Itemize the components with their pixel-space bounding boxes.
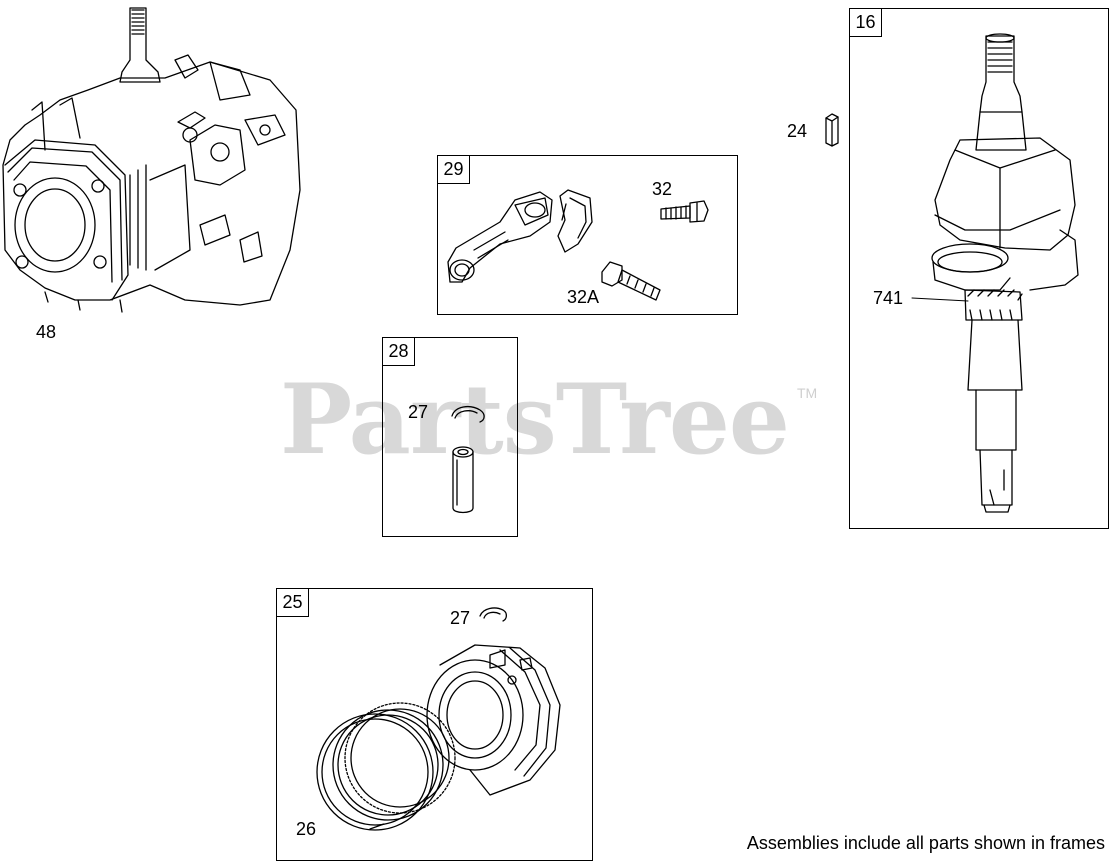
piston-ring-set-icon[interactable] <box>317 703 455 830</box>
frame-28: 28 <box>382 337 518 537</box>
callout-48[interactable]: 48 <box>36 322 57 342</box>
frame-29: 29 <box>437 155 738 315</box>
callout-741[interactable]: 741 <box>873 288 904 308</box>
bolt-icon[interactable] <box>661 201 708 222</box>
frame-29-label: 29 <box>438 156 470 184</box>
frame-25-label: 25 <box>277 589 309 617</box>
crankshaft-icon[interactable] <box>932 34 1078 512</box>
bolt-icon[interactable] <box>602 262 660 300</box>
callout-24[interactable]: 24 <box>787 121 808 141</box>
watermark-trademark: TM <box>797 385 818 401</box>
callout-32a[interactable]: 32A <box>567 287 600 307</box>
frame-25: 25 <box>276 588 593 861</box>
leader-741 <box>912 298 968 301</box>
frame-16-label: 16 <box>850 9 882 37</box>
watermark: PartsTree <box>280 363 790 476</box>
piston-pin-icon[interactable] <box>453 447 473 513</box>
callout-32[interactable]: 32 <box>652 179 673 199</box>
retainer-clip-icon[interactable] <box>452 407 484 422</box>
callout-27-pin[interactable]: 27 <box>408 402 429 422</box>
callout-26[interactable]: 26 <box>296 819 317 839</box>
frame-28-label: 28 <box>383 338 415 366</box>
footnote: Assemblies include all parts shown in fr… <box>746 833 1105 853</box>
callout-27-piston[interactable]: 27 <box>450 608 471 628</box>
frame-16: 16 <box>849 8 1109 529</box>
connecting-rod-icon[interactable] <box>448 190 592 282</box>
key-icon[interactable] <box>826 114 838 146</box>
cylinder-block-icon[interactable] <box>3 8 300 312</box>
retainer-clip-icon[interactable] <box>480 608 506 621</box>
piston-icon[interactable] <box>427 645 560 795</box>
